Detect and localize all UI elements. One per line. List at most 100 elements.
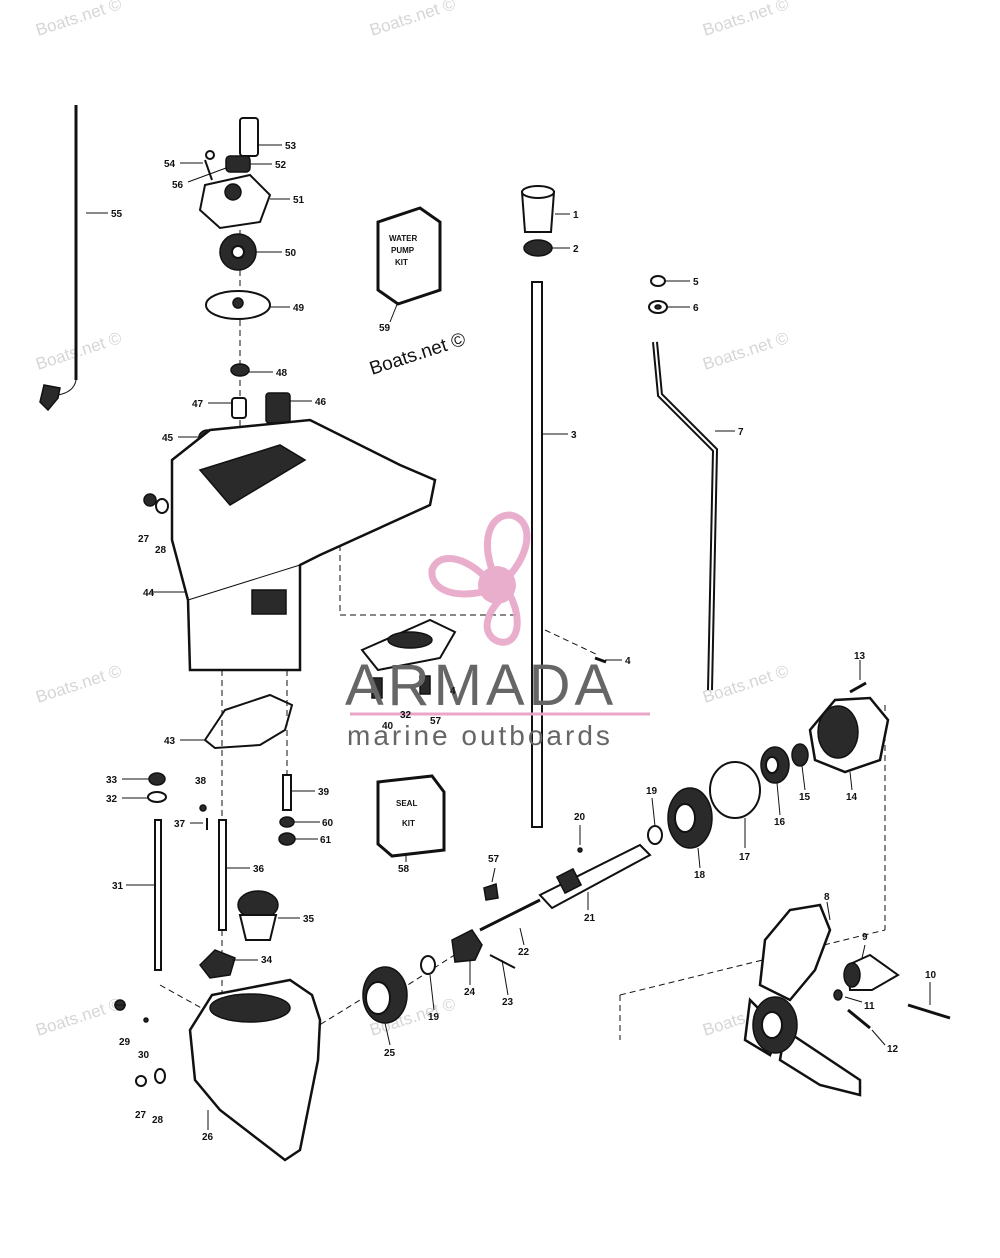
part-35-pinion-gear (237, 890, 279, 941)
callout-label: 59 (379, 323, 391, 334)
callout-label: 4 (625, 656, 631, 667)
part-26-gear-housing (188, 978, 322, 1162)
callout-label: 36 (253, 864, 265, 875)
part-15-seal (791, 743, 809, 767)
watermark: Boats.net © (33, 0, 124, 40)
callout-label: 24 (464, 987, 476, 998)
callout-label: 54 (164, 159, 176, 170)
callout-label: 7 (738, 427, 744, 438)
part-24-clutch (451, 929, 483, 963)
kit-label-line: WATER (389, 234, 418, 243)
callout-label: 15 (799, 792, 811, 803)
watermark-main: Boats.net © (367, 329, 468, 380)
part-27-28-upper (143, 493, 169, 514)
part-25-gear (362, 966, 408, 1024)
callout-label: 51 (293, 195, 305, 206)
water-pump-kit-box: WATER PUMP KIT (376, 206, 442, 306)
part-16-bearing (760, 746, 790, 784)
part-34-bracket (199, 949, 236, 979)
callout-label: 55 (111, 209, 123, 220)
callout-label: 61 (320, 835, 332, 846)
callout-label: 32 (106, 794, 118, 805)
part-44-driveshaft-housing (170, 418, 437, 672)
callout-label: 1 (573, 210, 579, 221)
callout-label: 23 (502, 997, 514, 1008)
part-8-propeller (743, 903, 862, 1097)
callout-label: 17 (739, 852, 751, 863)
callout-label: 33 (106, 775, 118, 786)
callouts: 1 2 3 4 5 6 7 8 9 10 11 12 13 14 15 16 1… (106, 141, 937, 1143)
watermarks: Boats.net © Boats.net © Boats.net © Boat… (33, 0, 791, 1040)
callout-label: 49 (293, 303, 305, 314)
part-3-drive-shaft (531, 281, 543, 828)
callout-label: 40 (382, 721, 394, 732)
callout-label: 20 (574, 812, 586, 823)
callout-label: 35 (303, 914, 315, 925)
callout-label: 22 (518, 947, 530, 958)
watermark: Boats.net © (33, 994, 124, 1040)
callout-label: 25 (384, 1048, 396, 1059)
callout-label: 9 (862, 932, 868, 943)
logo-wordmark: ARMADA (345, 653, 617, 718)
callout-label: 50 (285, 248, 297, 259)
callout-label: 34 (261, 955, 273, 966)
leader-lines (86, 144, 931, 1130)
part-20-ball (577, 847, 583, 853)
callout-label: 28 (155, 545, 167, 556)
water-pump-assembly (198, 117, 272, 230)
watermark: Boats.net © (33, 328, 124, 374)
left-small-parts (147, 772, 208, 830)
part-31-stud (154, 819, 162, 971)
callout-label: 46 (315, 397, 327, 408)
callout-label: 58 (398, 864, 410, 875)
part-43-gasket (203, 693, 294, 750)
callout-label: 6 (693, 303, 699, 314)
callout-label: 48 (276, 368, 288, 379)
watermark: Boats.net © (33, 661, 124, 707)
part-13-bolt (849, 681, 867, 694)
callout-label: 30 (138, 1050, 150, 1061)
part-50-impeller (219, 233, 257, 271)
callout-label: 37 (174, 819, 186, 830)
part-1-2-sleeve (520, 185, 556, 257)
callout-label: 10 (925, 970, 937, 981)
watermark: Boats.net © (700, 661, 791, 707)
watermark: Boats.net © (367, 0, 458, 40)
part-55-rod (39, 105, 78, 412)
callout-label: 18 (694, 870, 706, 881)
part-39-61-62 (278, 774, 296, 846)
callout-label: 45 (162, 433, 174, 444)
callout-label: 38 (195, 776, 207, 787)
callout-label: 57 (430, 716, 442, 727)
kit-label-line: PUMP (391, 246, 415, 255)
kit-label-line: KIT (402, 819, 415, 828)
callout-label: 27 (135, 1110, 147, 1121)
callout-label: 43 (164, 736, 176, 747)
callout-label: 8 (824, 892, 830, 903)
logo-tagline: marine outboards (347, 720, 613, 751)
part-14-bearing-carrier (808, 696, 890, 774)
part-49-plate (205, 290, 271, 320)
callout-label: 19 (428, 1012, 440, 1023)
callout-label: 3 (571, 430, 577, 441)
seal-kit-box: SEAL KIT (376, 774, 446, 858)
callout-label: 13 (854, 651, 866, 662)
watermark: Boats.net © (700, 328, 791, 374)
part-21-propeller-shaft (538, 843, 652, 910)
callout-label: 53 (285, 141, 297, 152)
kit-label-line: SEAL (396, 799, 417, 808)
callout-label: 60 (322, 818, 334, 829)
callout-label: 32 (400, 710, 412, 721)
callout-label: 21 (584, 913, 596, 924)
kit-label-line: KIT (395, 258, 408, 267)
propeller-logo-icon (428, 511, 531, 646)
part-22-23-pins (479, 898, 541, 969)
callout-label: 56 (172, 180, 184, 191)
callout-label: 31 (112, 881, 124, 892)
armada-logo: ARMADA marine outboards (345, 511, 650, 751)
callout-label: 12 (887, 1044, 899, 1055)
callout-label: 4 (450, 686, 456, 697)
callout-label: 16 (774, 817, 786, 828)
callout-label: 2 (573, 244, 579, 255)
